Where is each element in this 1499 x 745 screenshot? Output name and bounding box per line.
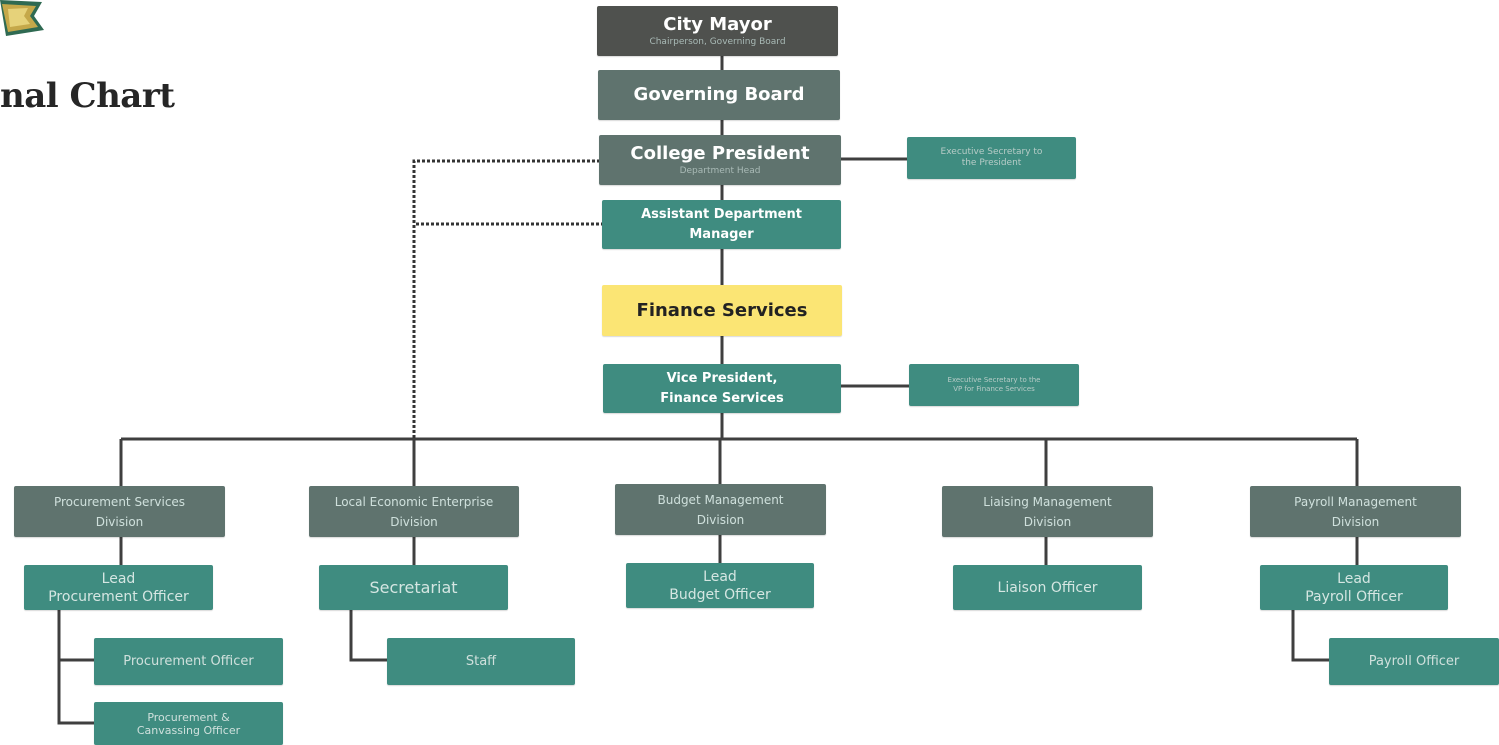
node-college-president-title: College President (630, 143, 810, 164)
node-college-president[interactable]: College President Department Head (599, 135, 841, 185)
node-lead-procurement[interactable]: Lead Procurement Officer (24, 565, 213, 610)
node-staff-procurement-canvassing-line2: Canvassing Officer (136, 723, 241, 737)
node-staff-local[interactable]: Staff (387, 638, 575, 685)
node-division-payroll-line2: Division (1331, 514, 1380, 529)
node-division-budget[interactable]: Budget Management Division (615, 484, 826, 535)
node-finance-services[interactable]: Finance Services (602, 285, 842, 336)
node-division-liaising-line1: Liaising Management (983, 494, 1112, 509)
node-staff-procurement-canvassing-line1: Procurement & (147, 710, 230, 724)
node-city-mayor[interactable]: City Mayor Chairperson, Governing Board (597, 6, 838, 56)
node-lead-secretariat-line1: Secretariat (369, 577, 458, 597)
node-division-procurement[interactable]: Procurement Services Division (14, 486, 225, 537)
node-staff-local-line1: Staff (465, 653, 497, 669)
node-college-president-subtitle: Department Head (679, 166, 761, 176)
connector-lead-canvassing-staff (57, 660, 94, 725)
node-division-liaising[interactable]: Liaising Management Division (942, 486, 1153, 537)
node-lead-payroll[interactable]: Lead Payroll Officer (1260, 565, 1448, 610)
node-lead-liaison[interactable]: Liaison Officer (953, 565, 1142, 610)
node-staff-payroll-officer[interactable]: Payroll Officer (1329, 638, 1499, 685)
node-exec-secretary-president-line1: Executive Secretary to (940, 147, 1043, 157)
node-lead-budget[interactable]: Lead Budget Officer (626, 563, 814, 608)
node-assistant-manager-line2: Manager (689, 226, 754, 242)
node-lead-payroll-line1: Lead (1337, 570, 1371, 587)
node-governing-board[interactable]: Governing Board (598, 70, 840, 120)
page-title: nal Chart (0, 76, 175, 116)
node-exec-secretary-vp-line1: Executive Secretary to the (947, 376, 1041, 384)
node-exec-secretary-vp-line2: VP for Finance Services (953, 385, 1035, 393)
dotted-connector-president (412, 159, 600, 439)
node-governing-board-title: Governing Board (633, 84, 805, 105)
node-exec-secretary-president[interactable]: Executive Secretary to the President (907, 137, 1076, 179)
connector-payroll-staff (1291, 610, 1330, 662)
node-division-payroll[interactable]: Payroll Management Division (1250, 486, 1461, 537)
node-division-payroll-line1: Payroll Management (1294, 494, 1417, 509)
node-assistant-manager[interactable]: Assistant Department Manager (602, 200, 841, 249)
node-lead-payroll-line2: Payroll Officer (1305, 588, 1403, 605)
node-lead-secretariat[interactable]: Secretariat (319, 565, 508, 610)
node-division-local-economic[interactable]: Local Economic Enterprise Division (309, 486, 519, 537)
node-staff-procurement-officer-line1: Procurement Officer (123, 653, 254, 669)
node-division-procurement-line2: Division (95, 514, 144, 529)
node-exec-secretary-president-line2: the President (961, 158, 1022, 168)
node-assistant-manager-line1: Assistant Department (641, 206, 802, 222)
node-vp-finance-line1: Vice President, (666, 370, 778, 386)
node-lead-budget-line2: Budget Officer (669, 586, 771, 603)
node-division-liaising-line2: Division (1023, 514, 1072, 529)
node-staff-procurement-canvassing[interactable]: Procurement & Canvassing Officer (94, 702, 283, 745)
node-division-procurement-line1: Procurement Services (53, 494, 186, 509)
connector-secretariat-staff (349, 610, 388, 662)
node-lead-procurement-line1: Lead (101, 570, 136, 587)
node-vp-finance-line2: Finance Services (660, 390, 784, 406)
node-finance-services-title: Finance Services (636, 299, 808, 321)
node-division-local-economic-line2: Division (390, 514, 438, 529)
node-lead-liaison-line1: Liaison Officer (997, 579, 1098, 596)
connector-lead-procurement-staff (57, 610, 94, 662)
node-lead-budget-line1: Lead (703, 568, 737, 585)
node-exec-secretary-vp[interactable]: Executive Secretary to the VP for Financ… (909, 364, 1079, 406)
node-division-budget-line2: Division (696, 512, 745, 527)
node-city-mayor-title: City Mayor (663, 14, 772, 35)
node-staff-procurement-officer[interactable]: Procurement Officer (94, 638, 283, 685)
node-city-mayor-subtitle: Chairperson, Governing Board (649, 37, 786, 47)
city-seal-logo-icon (0, 0, 44, 36)
node-staff-payroll-officer-line1: Payroll Officer (1368, 653, 1460, 669)
node-lead-procurement-line2: Procurement Officer (48, 588, 189, 605)
node-vp-finance[interactable]: Vice President, Finance Services (603, 364, 841, 413)
node-division-local-economic-line1: Local Economic Enterprise (334, 494, 494, 509)
node-division-budget-line1: Budget Management (657, 492, 784, 507)
